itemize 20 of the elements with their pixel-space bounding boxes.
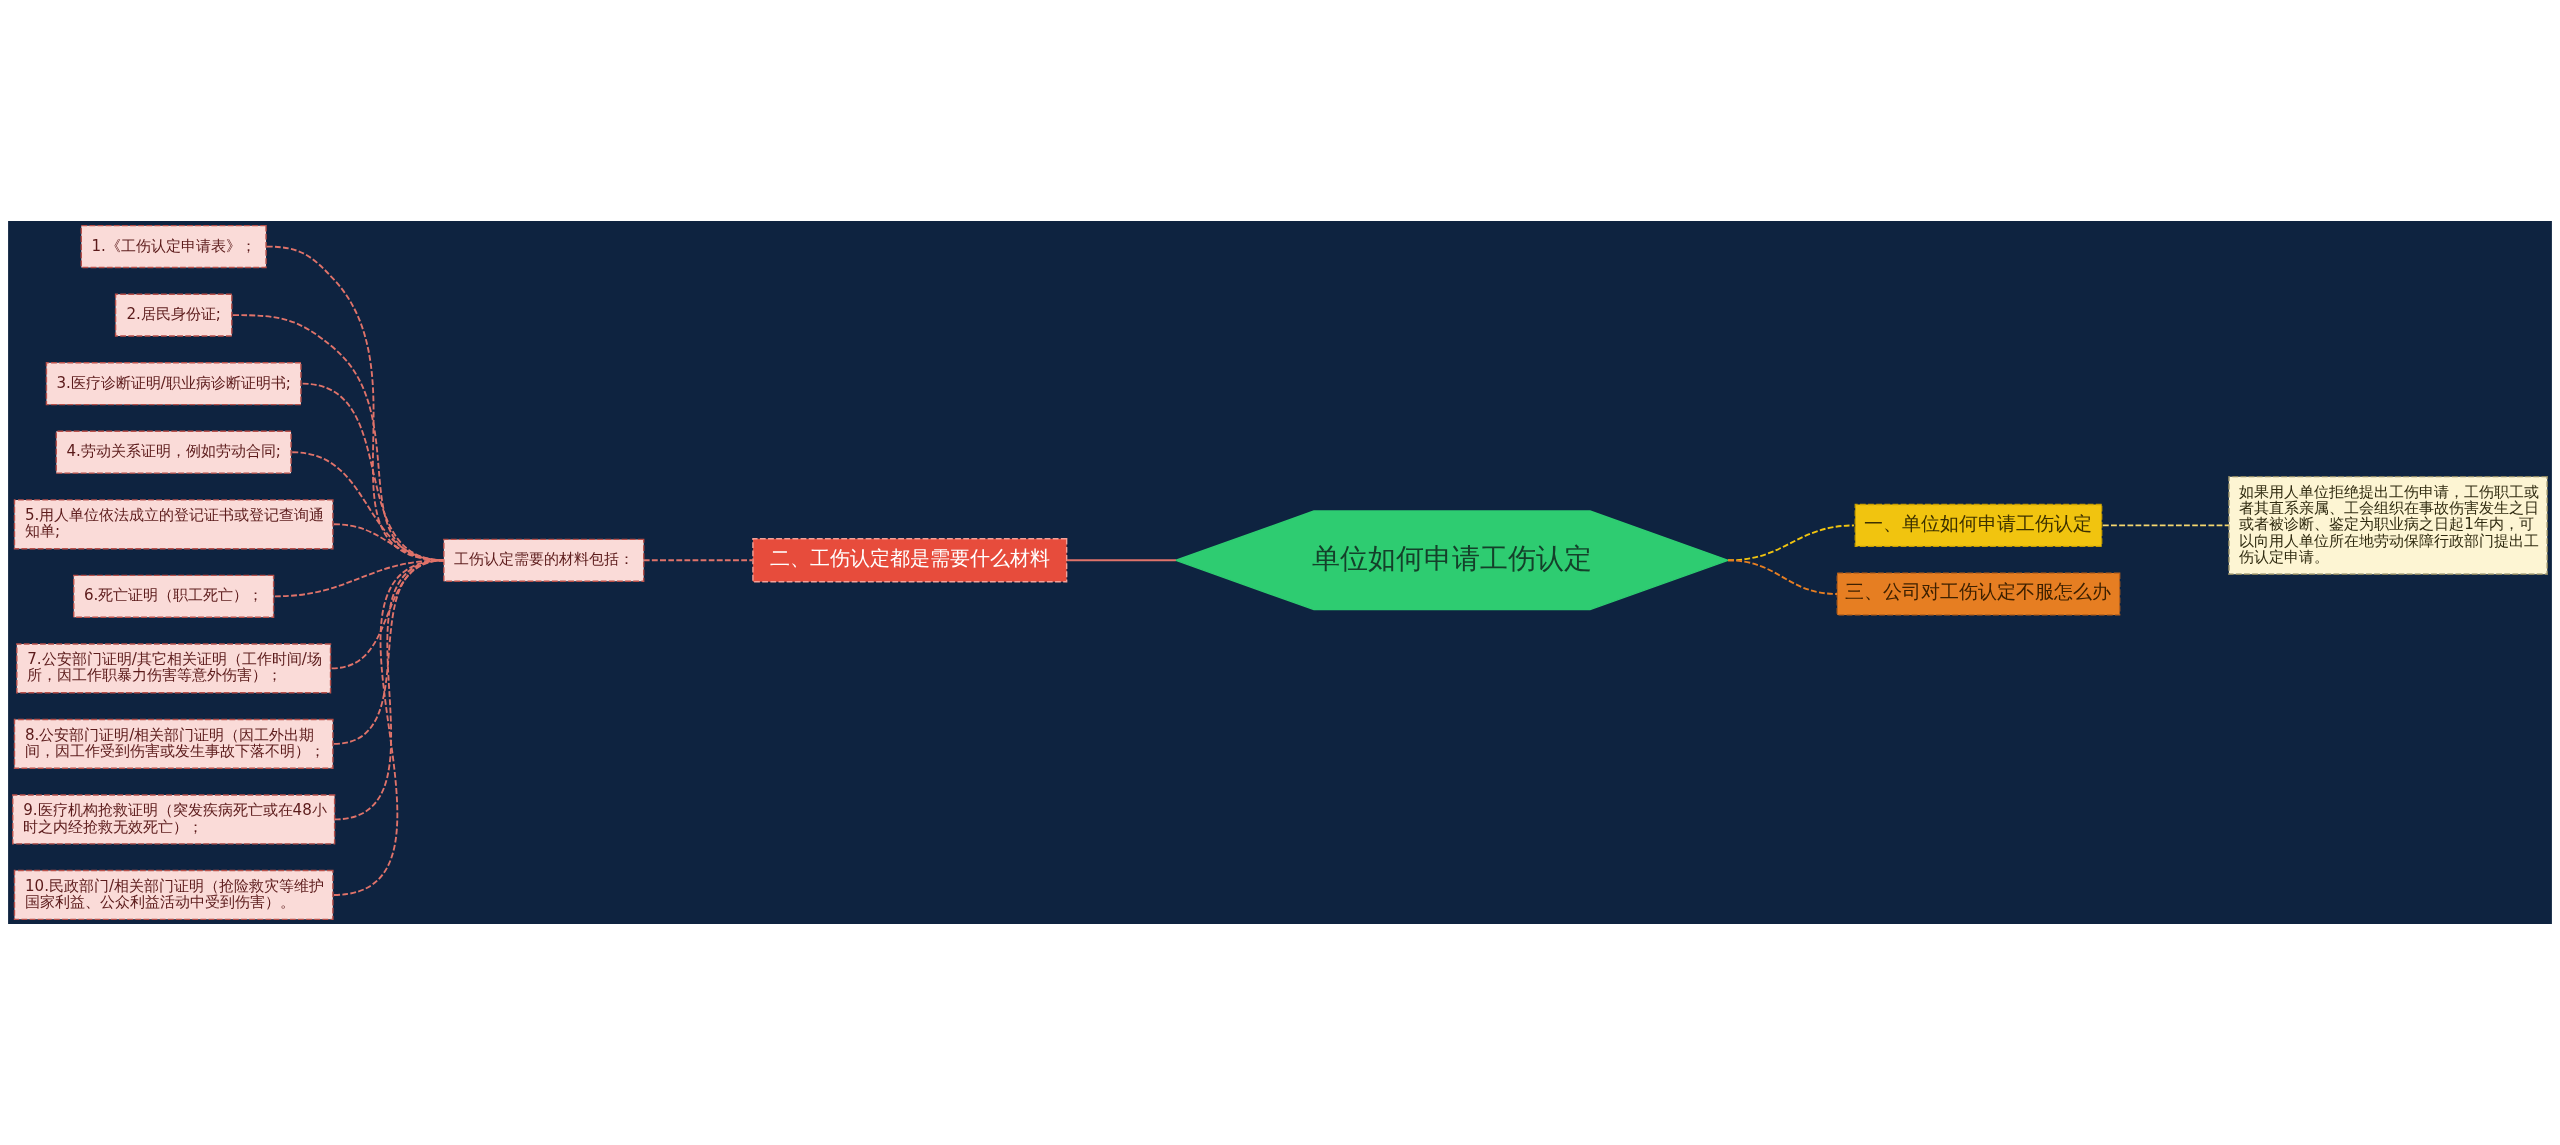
node-box: 7.公安部门证明/其它相关证明（工作时间/场所，因工作职暴力伤害等意外伤害）； [16, 643, 332, 694]
connector [642, 559, 754, 562]
connector [333, 559, 445, 896]
node-box: 5.用人单位依法成立的登记证书或登记查询通知单; [13, 499, 334, 550]
node-box: 如果用人单位拒绝提出工伤申请，工伤职工或者其直系亲属、工会组织在事故伤害发生之日或者被诊断、鉴定为职业病之日起1年内，可以向用人单位所在地劳动保障行政部门提出工伤认定申请。 [2228, 475, 2548, 575]
node-box: 工伤认定需要的材料包括： [443, 538, 645, 582]
node-box: 10.民政部门/相关部门证明（抢险救灾等维护国家利益、公众利益活动中受到伤害）。 [13, 869, 334, 921]
node-box: 二、工伤认定都是需要什么材料 [752, 538, 1068, 583]
connector [1727, 559, 1839, 595]
node-box: 3.医疗诊断证明/职业病诊断证明书; [45, 362, 302, 406]
node-box: 6.死亡证明（职工死亡）； [73, 574, 275, 618]
node-box: 三、公司对工伤认定不服怎么办 [1836, 572, 2121, 616]
node-box: 2.居民身份证; [114, 293, 233, 337]
node-box: 1.《工伤认定申请表》； [80, 224, 267, 269]
node-box: 4.劳动关系证明，例如劳动合同; [55, 430, 292, 474]
node-box: 9.医疗机构抢救证明（突发疾病死亡或在48小时之内经抢救无效死亡）； [12, 794, 336, 845]
node-box: 8.公安部门证明/相关部门证明（因工外出期间，因工作受到伤害或发生事故下落不明）； [13, 718, 334, 769]
connector [2101, 524, 2230, 527]
connector [1065, 559, 1177, 562]
node-box: 一、单位如何申请工伤认定 [1854, 503, 2103, 548]
